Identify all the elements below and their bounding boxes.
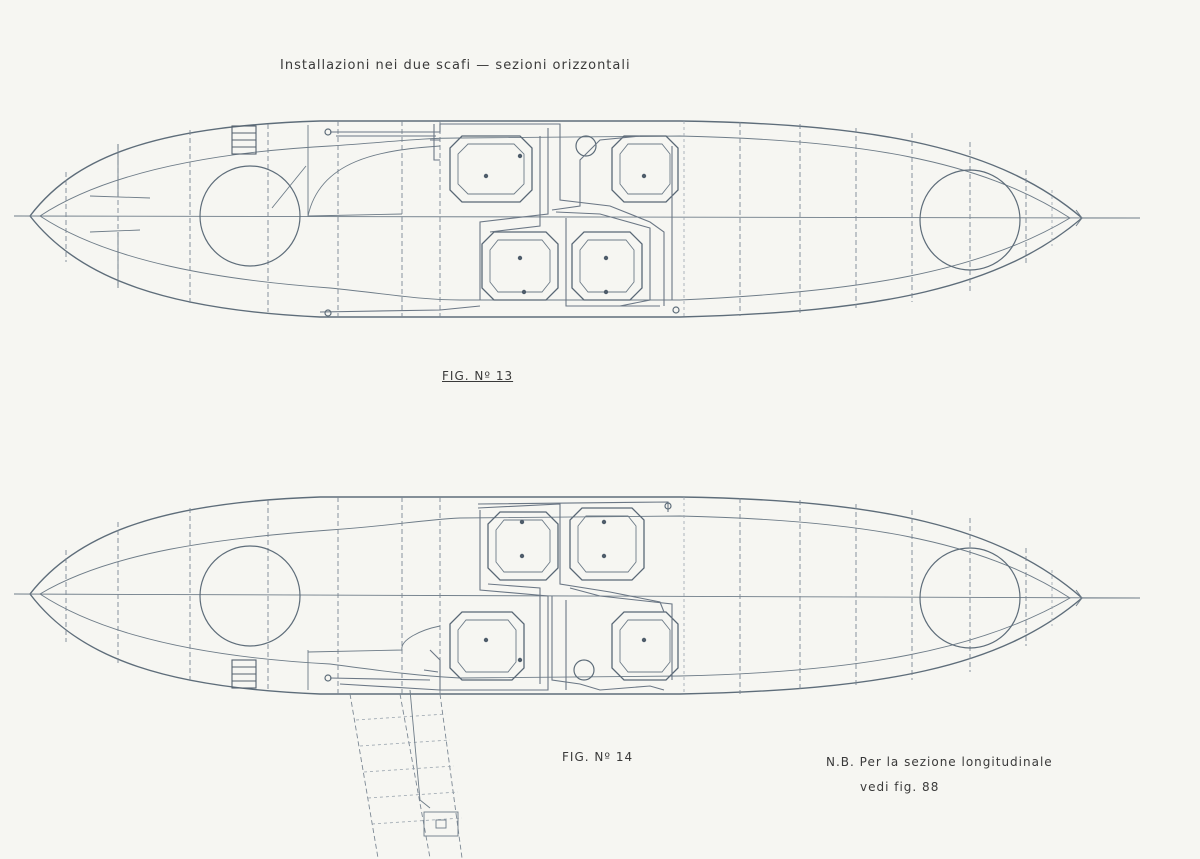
centerline-upper	[13, 215, 1141, 219]
tank-lower-1	[487, 511, 559, 581]
note-longitudinal-section: N.B. Per la sezione longitudinale	[826, 755, 1053, 769]
tank-upper-4	[571, 231, 643, 301]
tank-upper-3	[481, 231, 559, 301]
tank-lower-3	[449, 611, 525, 681]
tank-upper-2	[611, 135, 679, 203]
battery-tanks-upper	[449, 135, 679, 301]
boarding-ramp	[349, 689, 463, 859]
piping-lower	[324, 501, 673, 691]
centerline-lower	[13, 593, 1141, 599]
ramp-plate	[423, 811, 459, 837]
tank-lower-2	[569, 507, 645, 581]
frame-lines-upper	[65, 121, 1053, 317]
hull-section-fig13	[13, 120, 1141, 318]
aft-bracket-upper	[89, 144, 151, 288]
tank-upper-1	[449, 135, 533, 203]
bulkhead-lower	[307, 625, 441, 690]
hull-section-fig14	[13, 496, 1141, 859]
figure-13-caption: FIG. Nº 13	[442, 369, 514, 383]
hull-outline-upper	[29, 120, 1084, 318]
hatch-arm-upper	[271, 165, 307, 209]
battery-tanks-lower	[449, 507, 679, 681]
tank-lower-4	[611, 611, 679, 681]
hatch-circle-fore-upper	[919, 169, 1021, 271]
figure-14-caption: FIG. Nº 14	[562, 750, 634, 764]
piping-upper	[319, 123, 680, 317]
hatch-circle-aft-lower	[199, 545, 301, 647]
bow-tip-lower	[1075, 589, 1140, 607]
bulkhead-upper	[307, 125, 441, 217]
note-reference: vedi fig. 88	[860, 780, 940, 794]
hatch-circle-fore-lower	[919, 547, 1021, 649]
hatch-circle-aft-upper	[199, 165, 301, 267]
bow-tip-upper	[1075, 209, 1140, 227]
drawing-title: Installazioni nei due scafi — sezioni or…	[280, 58, 631, 73]
